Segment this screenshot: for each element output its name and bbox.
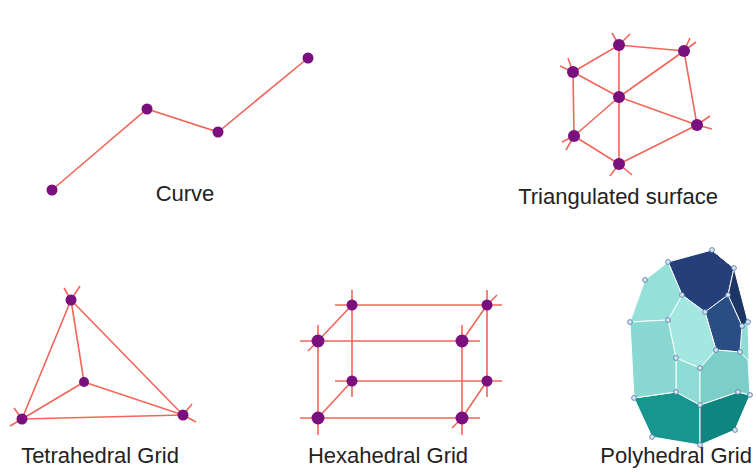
curve-line [52,58,308,190]
polyhedron [630,250,750,445]
polyhedron-vertices [628,248,753,448]
mesh-edges [10,33,712,435]
shape-caption: Tetrahedral Grid [21,443,179,469]
shape-caption: Triangulated surface [518,184,718,210]
shape-caption: Hexahedral Grid [308,443,468,469]
triangulated-surface-edges [560,33,712,176]
tetrahedron-edges [10,286,196,426]
hexahedron-edges [300,290,502,435]
mesh-nodes [17,39,704,425]
shape-caption: Curve [156,181,215,207]
shape-caption: Polyhedral Grid [600,443,752,469]
